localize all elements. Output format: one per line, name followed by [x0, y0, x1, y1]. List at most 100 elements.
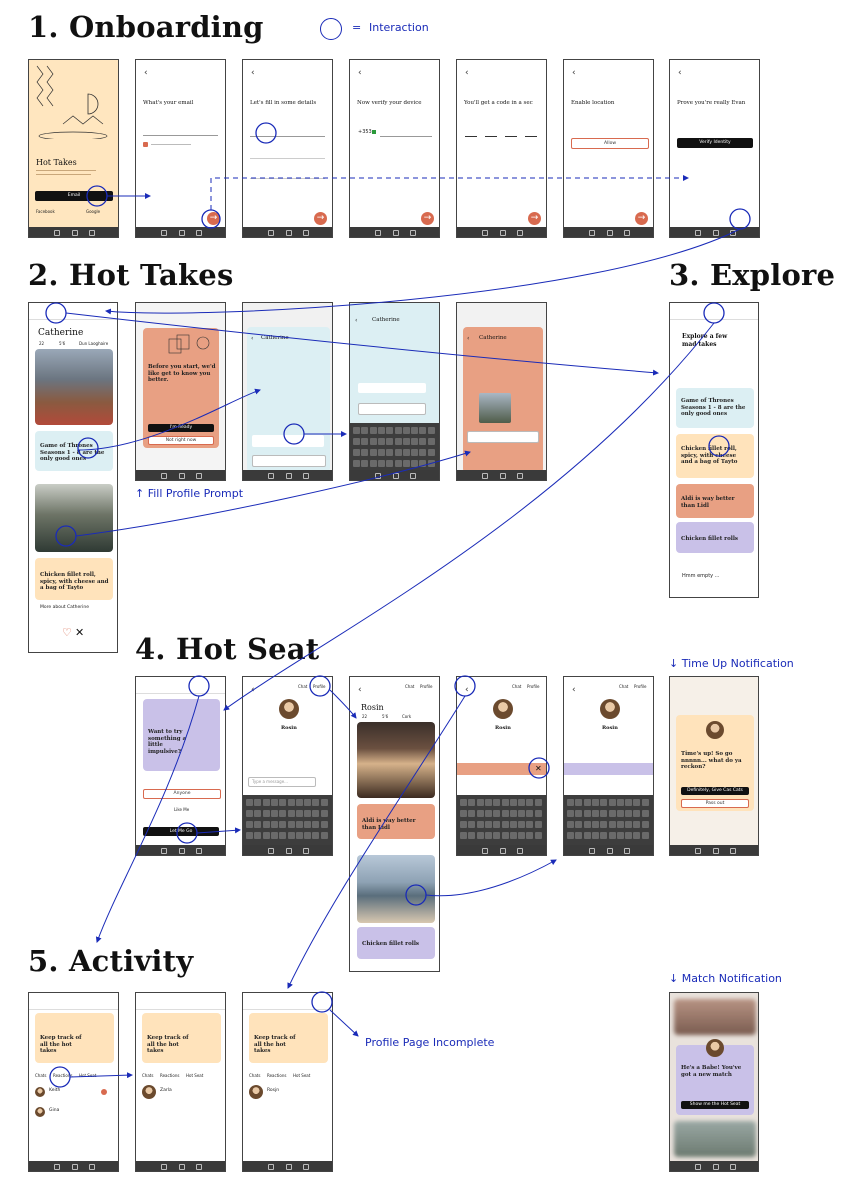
keyboard-key[interactable] [394, 427, 402, 434]
keyboard-key[interactable] [633, 832, 641, 839]
keyboard-key[interactable] [295, 799, 303, 806]
verify-next-button[interactable]: → [421, 212, 434, 225]
keyboard-key[interactable] [304, 821, 312, 828]
keyboard-key[interactable] [304, 810, 312, 817]
activity-user-3[interactable]: Zarla [160, 1088, 172, 1093]
keyboard-key[interactable] [468, 832, 476, 839]
hotseat-image-profile-tab[interactable]: Profile [634, 684, 647, 689]
keyboard-key[interactable] [526, 821, 534, 828]
keyboard-key[interactable] [518, 821, 526, 828]
keyboard-key[interactable] [361, 460, 369, 467]
keyboard-key[interactable] [567, 799, 574, 806]
keyboard-key[interactable] [493, 832, 501, 839]
keyboard-key[interactable] [641, 821, 649, 828]
keyboard-key[interactable] [246, 799, 253, 806]
keyboard-key[interactable] [295, 821, 303, 828]
location-allow-button[interactable]: Allow [571, 138, 649, 149]
keyboard-key[interactable] [262, 799, 270, 806]
keyboard-key[interactable] [419, 427, 427, 434]
keyboard-key[interactable] [534, 821, 542, 828]
keyboard-key[interactable] [246, 821, 253, 828]
keyboard-key[interactable] [575, 810, 583, 817]
profile-take-1[interactable]: Game of Thrones Seasons 1 - 8 are the on… [35, 431, 113, 471]
close-icon[interactable]: ✕ [535, 764, 542, 773]
keyboard-key[interactable] [369, 427, 377, 434]
keyboard-key[interactable] [641, 810, 649, 817]
keyboard-key[interactable] [625, 821, 633, 828]
activity-user-1[interactable]: Keith [49, 1088, 61, 1093]
keyboard-key[interactable] [509, 821, 517, 828]
keyboard-key[interactable] [369, 460, 377, 467]
explore-card-3[interactable]: Aldi is way better than Lidl [676, 484, 754, 518]
keyboard-key[interactable] [394, 460, 402, 467]
activity-user-4[interactable]: Rosjn [267, 1088, 280, 1093]
keyboard-key[interactable] [625, 832, 633, 839]
keyboard-key[interactable] [279, 810, 287, 817]
keyboard-key[interactable] [484, 799, 492, 806]
hotseat-like-me-button[interactable]: Like Me [174, 807, 190, 812]
keyboard-key[interactable] [608, 799, 616, 806]
keyboard-key[interactable] [633, 821, 641, 828]
keyboard-key[interactable] [246, 832, 253, 839]
keyboard-key[interactable] [419, 438, 427, 445]
keyboard-key[interactable] [476, 799, 484, 806]
keyboard-key[interactable] [567, 832, 574, 839]
activity-2-tab-reactions[interactable]: Reactions [160, 1073, 180, 1078]
activity-user-2[interactable]: Gina [49, 1108, 60, 1113]
keyboard-key[interactable] [526, 810, 534, 817]
keyboard-key[interactable] [361, 438, 369, 445]
keyboard-key[interactable] [377, 438, 385, 445]
keyboard[interactable] [243, 795, 332, 847]
keyboard-key[interactable] [304, 799, 312, 806]
keyboard-key[interactable] [468, 799, 476, 806]
keyboard-key[interactable] [353, 449, 360, 456]
keyboard-key[interactable] [353, 427, 360, 434]
hotseat-profile-tab[interactable]: Profile [313, 684, 326, 689]
hotseat-chat-tab[interactable]: Chat [298, 684, 308, 689]
keyboard-key[interactable] [616, 810, 624, 817]
keyboard-key[interactable] [427, 427, 435, 434]
keyboard-key[interactable] [427, 438, 435, 445]
keyboard-key[interactable] [262, 832, 270, 839]
time-up-no-button[interactable]: Pass out [681, 799, 749, 808]
keyboard-key[interactable] [567, 821, 574, 828]
keyboard-key[interactable] [591, 810, 599, 817]
activity-tab-chats[interactable]: Chats [35, 1073, 47, 1078]
keyboard-key[interactable] [509, 799, 517, 806]
keyboard-key[interactable] [591, 821, 599, 828]
keyboard[interactable] [457, 795, 546, 847]
keyboard-key[interactable] [361, 449, 369, 456]
keyboard-key[interactable] [493, 799, 501, 806]
chat-2-input[interactable] [358, 403, 426, 415]
keyboard-key[interactable] [402, 438, 410, 445]
keyboard-key[interactable] [625, 799, 633, 806]
keyboard-key[interactable] [287, 832, 295, 839]
keyboard-key[interactable] [312, 810, 320, 817]
keyboard-key[interactable] [270, 799, 278, 806]
time-up-yes-button[interactable]: Definitely, Give Cas Cats [681, 787, 749, 795]
keyboard-key[interactable] [287, 821, 295, 828]
keyboard-key[interactable] [279, 832, 287, 839]
prompt-not-now-button[interactable]: Not right now [148, 436, 214, 445]
keyboard-key[interactable] [575, 821, 583, 828]
prompt-ready-button[interactable]: I'm Ready [148, 424, 214, 432]
hotseat-profile-chat-tab[interactable]: Chat [405, 684, 415, 689]
keyboard-key[interactable] [641, 799, 649, 806]
keyboard-key[interactable] [526, 799, 534, 806]
heart-icon[interactable]: ♡ [62, 626, 72, 639]
keyboard-key[interactable] [600, 810, 608, 817]
hotseat-let-me-go-button[interactable]: Let Me Go [143, 827, 219, 836]
keyboard-key[interactable] [353, 438, 360, 445]
keyboard-key[interactable] [567, 810, 574, 817]
keyboard-key[interactable] [402, 427, 410, 434]
hotseat-reacted-profile-tab[interactable]: Profile [527, 684, 540, 689]
keyboard-key[interactable] [246, 810, 253, 817]
keyboard-key[interactable] [377, 427, 385, 434]
keyboard-key[interactable] [262, 821, 270, 828]
splash-facebook-button[interactable]: Facebook [36, 209, 55, 214]
keyboard-key[interactable] [320, 821, 328, 828]
keyboard-key[interactable] [534, 799, 542, 806]
keyboard-key[interactable] [386, 438, 394, 445]
chat-3-input[interactable] [467, 431, 539, 443]
keyboard-key[interactable] [386, 460, 394, 467]
